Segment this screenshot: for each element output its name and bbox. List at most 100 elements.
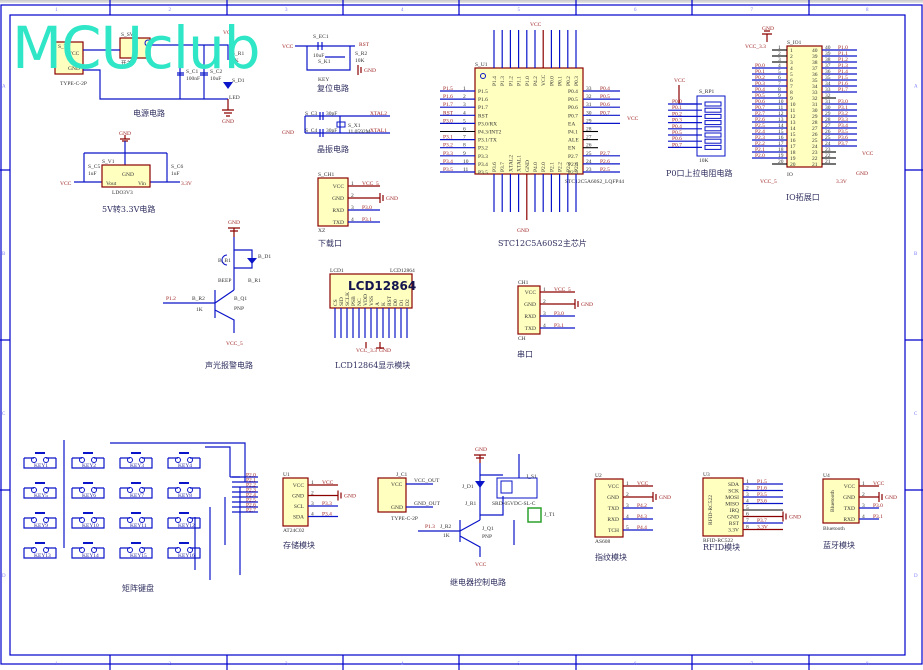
chip-ref: U1 (283, 472, 290, 478)
io-pin-number: 8 (790, 90, 793, 96)
net-3v3-label: 3.3V (181, 181, 192, 187)
module-pin-name: VCC (608, 484, 620, 490)
mcu-pin-name: P1.4 (492, 76, 498, 86)
io-pin-number: 21 (825, 159, 831, 165)
rnet-value: 10K (699, 158, 709, 164)
keypad-net-label: P2.0 (246, 473, 256, 479)
key-button-icon (131, 482, 141, 484)
zone-col-label: 3 (285, 662, 288, 667)
io-net-label: P3.4 (838, 123, 848, 129)
io-pin-number: 15 (778, 129, 784, 135)
mcu-pin-name: P4.2 (533, 76, 539, 86)
key-button-icon (83, 542, 93, 544)
zone-col-label: 6 (634, 662, 637, 667)
io-pin-number: 4 (778, 63, 781, 69)
io-part: IO (787, 172, 793, 178)
module-pin-name: MOSI (725, 495, 739, 501)
mcu-title: STC12C5A60S2主芯片 (498, 238, 587, 248)
io-pin-number: 39 (812, 54, 818, 60)
mcu-pin-name: P3.2 (478, 146, 488, 152)
io-pin-number: 34 (825, 81, 831, 87)
module-pin-number: 2 (862, 492, 865, 498)
io-pin-number: 17 (790, 144, 796, 150)
reset-circuit: S_EC1 10uF S_K1 KEY S_R2 10K VCC RST GND… (282, 34, 376, 93)
key-contact-icon (127, 517, 133, 523)
module-net-label: P3.6 (757, 499, 767, 505)
key-label: KEY (318, 77, 329, 83)
xtal1-net-label: XTAL1 (370, 128, 387, 134)
mcu-net-label: P3.4 (443, 159, 453, 165)
keypad-net-label: P2.5 (246, 498, 256, 504)
mcu-net-label: P2.6 (600, 159, 610, 165)
crystal-circuit: S_C3 30pF S_C4 30pF S_X1 11.0592M XTAL2 … (282, 111, 390, 154)
chip-part: Bluetooth (823, 526, 845, 532)
pullup-net-label: P0.4 (672, 124, 682, 130)
lcd-pin-name: CS (333, 299, 339, 306)
keypad-net-label: P2.3 (246, 488, 256, 494)
module-pin-name: TXD (844, 506, 855, 512)
key-label: KEY16 (178, 553, 195, 559)
module-pin-number: 1 (311, 480, 314, 486)
cap-ref: S_C3 (305, 111, 317, 117)
module-net-label: P4.2 (637, 503, 647, 509)
io-net-label: P3.3 (838, 117, 848, 123)
mcu-net-label: RST (443, 110, 454, 116)
io-net-label: P1.2 (838, 57, 848, 63)
io-net-label: P3.5 (838, 129, 848, 135)
module-net-label: VCC_5 (554, 287, 571, 293)
net-3v3-label: 3.3V (836, 179, 847, 185)
module-net-label: 3.3V (757, 525, 768, 531)
key-label: KEY9 (34, 523, 48, 529)
gnd-net-label: GND (282, 130, 294, 136)
io-net-label: P2.1 (755, 147, 765, 153)
mcu-pin-name: P2.7 (568, 154, 578, 160)
resistor-ref: J_R2 (440, 524, 452, 530)
module-net-label: P3.0 (554, 311, 564, 317)
mcu-pin-number: 11 (463, 167, 469, 173)
mcu-pin-name: P0.2 (566, 76, 572, 86)
gnd-symbol-icon (379, 193, 384, 203)
crystal-value: 11.0592M (348, 129, 371, 135)
mcu-pin-number: 30 (586, 110, 592, 116)
mcu-pin-number: 24 (586, 159, 592, 165)
zone-col-label: 8 (866, 8, 869, 13)
gnd-net-label: GND (364, 68, 376, 74)
io-pin-number: 30 (825, 105, 831, 111)
mcu-pin-name: P3.6 (492, 162, 498, 172)
mcu-pin-number: 8 (463, 143, 466, 149)
cap-ref: S_C6 (171, 164, 183, 170)
io-pin-number: 1 (778, 45, 781, 51)
key-label: KEY10 (82, 523, 99, 529)
module-net-label: P3.1 (554, 323, 564, 329)
io-net-label: P1.4 (838, 69, 848, 75)
resistor-ref: S_R1 (232, 51, 244, 57)
transistor-ref: B_Q1 (234, 296, 247, 302)
pullup-title: P0口上拉电阻电路 (666, 168, 732, 178)
port-ref: S_CH1 (318, 172, 334, 178)
mcu-net-label: P3.1 (443, 135, 453, 141)
io-net-label: P0.3 (755, 81, 765, 87)
module-pin-name: TXD (525, 326, 536, 332)
power-switch[interactable] (119, 37, 151, 59)
io-net-label: P0.4 (755, 87, 765, 93)
vcc-net-label: VCC (282, 44, 294, 50)
switch-label: 开关 (121, 59, 133, 67)
mcu-net-label: P2.5 (600, 167, 610, 173)
connector-type: TYPE-C-2P (391, 516, 418, 522)
io-net-label: P2.3 (755, 135, 765, 141)
mcu-pin-number: 28 (586, 127, 592, 133)
zone-col-label: 6 (634, 8, 637, 13)
module-pin-name: SCK (728, 489, 739, 495)
io-net-label: P2.5 (755, 123, 765, 129)
mcu-pin-name: EA (568, 121, 575, 127)
io-pin-number: 16 (778, 135, 784, 141)
key-contact-icon (187, 457, 193, 463)
key-ref[interactable]: S_K1 (318, 59, 331, 65)
io-pin-number: 2 (778, 51, 781, 57)
io-pin-number: 32 (812, 96, 818, 102)
ldo-ref: S_V1 (102, 159, 115, 165)
vcc33-net-label: VCC_3.3 (745, 44, 766, 50)
module-pin-name: GND (292, 494, 304, 500)
key-contact-icon (139, 457, 145, 463)
